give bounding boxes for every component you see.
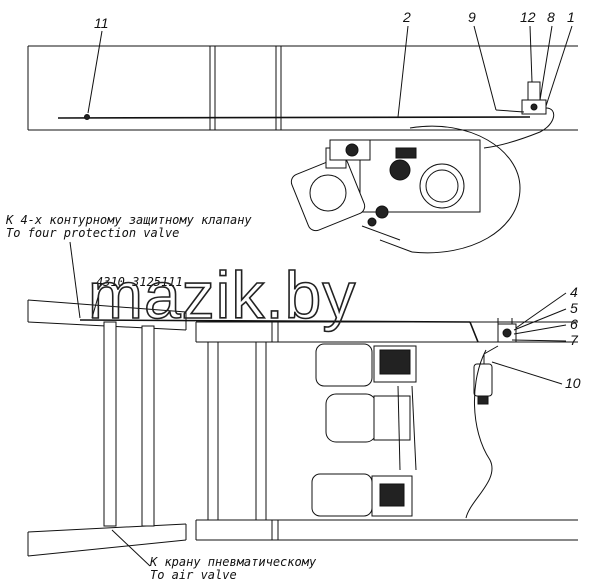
top-valve-assembly [483,81,555,149]
label-part-number: 4310-3125111 [96,275,183,289]
callout-6: 6 [570,316,578,332]
leader-protection-valve [69,241,81,319]
bottom-valve-assembly [465,318,517,519]
bottom-axles [311,343,417,517]
label-en-air-valve: To air valve [150,568,237,582]
top-axle-assembly [290,125,521,254]
callout-7: 7 [570,332,579,348]
watermark: mazik.by [88,258,356,332]
callout-1: 1 [567,9,575,25]
callout-11: 11 [94,15,109,31]
callout-9: 9 [468,9,476,25]
pipe-fitting-11 [84,114,90,120]
leader-part-number [91,289,101,319]
bottom-frame [27,299,578,557]
callout-4: 4 [570,284,578,300]
top-frame-rail [27,45,578,131]
callout-2: 2 [402,9,411,25]
leader-air-valve [111,529,151,567]
callout-10: 10 [565,375,581,391]
label-en-protection-valve: To four protection valve [6,226,179,240]
label-ru-air-valve: К крану пневматическому [149,555,317,569]
callout-12: 12 [520,9,536,25]
bottom-callouts: 4 5 6 7 10 [491,284,581,391]
top-callouts: 11 2 9 12 8 1 [87,9,575,118]
callout-5: 5 [570,300,578,316]
callout-8: 8 [547,9,555,25]
label-ru-protection-valve: К 4-х контурному защитному клапану [5,213,252,227]
